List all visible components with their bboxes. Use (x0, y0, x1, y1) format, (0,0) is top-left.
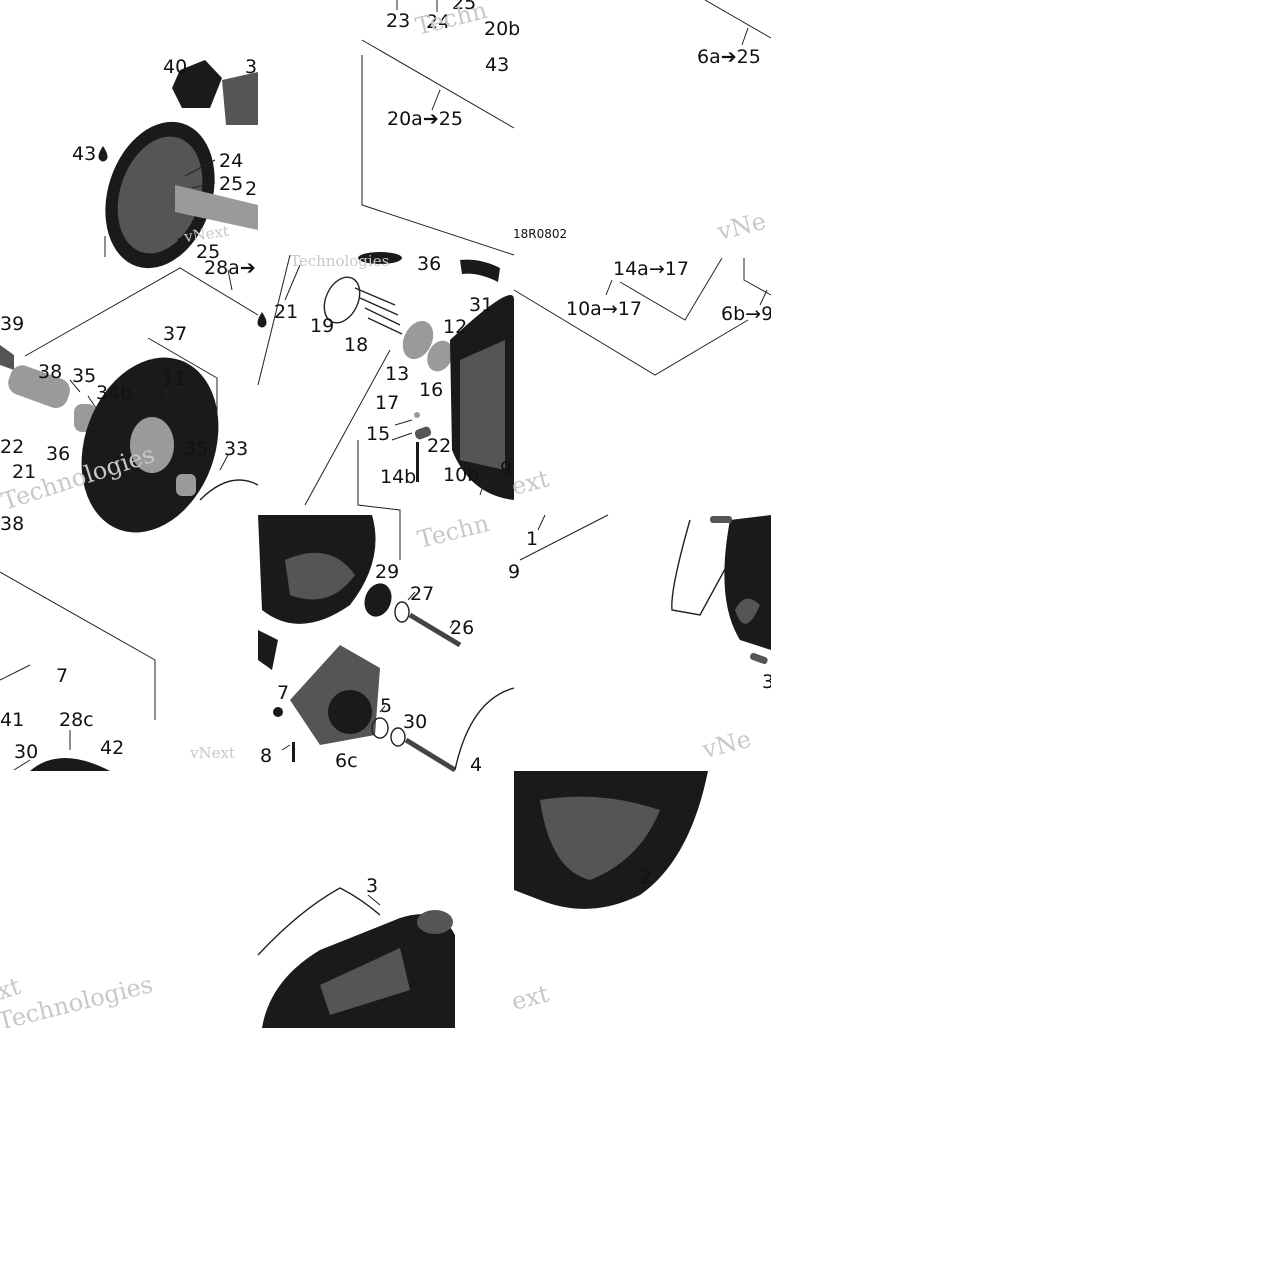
watermark-text: ext (509, 465, 552, 501)
callout-19: 19 (310, 315, 334, 337)
callout-9: 9 (500, 458, 512, 480)
callout-10b: 10b (443, 464, 479, 486)
droplet-icon (98, 146, 108, 162)
gear-assembly (105, 60, 258, 269)
callout-33: 33 (224, 438, 248, 460)
tile-r4c2: 3 (257, 875, 455, 1028)
callout-34b: 11 (162, 368, 186, 390)
tile-r2c3: 14a→17 10a→17 6b→9 9 ext (500, 257, 773, 501)
pulley-assembly (258, 515, 515, 773)
callout-26: 26 (450, 617, 474, 639)
callout-22: 22 (0, 436, 24, 458)
watermark-text: Techn (415, 509, 492, 554)
spring-assembly (323, 252, 515, 500)
callout-6b: 6b→9 (721, 303, 773, 325)
callout-37: 38 (38, 361, 62, 383)
watermark-text: Technologies (290, 252, 389, 270)
callout-25-mid: 25 (196, 241, 220, 263)
callout-18: 18 (344, 334, 368, 356)
callout-10a: 10a→17 (566, 298, 642, 320)
tile-r3c3: 1 9 32 vNe (508, 514, 786, 764)
callout-30: 30 (14, 741, 38, 763)
callout-7: 7 (277, 682, 289, 704)
callout-11: 13 (385, 363, 409, 385)
callout-31: 31 (469, 294, 493, 316)
callout-14a: 14a→17 (613, 258, 689, 280)
watermark-text: vNe (714, 207, 769, 246)
watermark-text: vNext (189, 744, 235, 762)
tile-r4c3: 2 ext (509, 771, 708, 1016)
callout-9b: 9 (508, 561, 520, 583)
callout-2: 2 (245, 178, 257, 200)
callout-43: 43 (72, 143, 96, 165)
callout-29: 29 (375, 561, 399, 583)
callout-21b: 21 (12, 461, 36, 483)
callout-17: 15 (366, 423, 390, 445)
callout-35b: 35 (184, 438, 208, 460)
callout-42: 5 (380, 695, 392, 717)
callout-24: 24 (219, 150, 243, 172)
drive-parts (0, 345, 259, 533)
callout-20a: 20a➔25 (387, 108, 463, 130)
callout-36b: 36 (417, 253, 441, 275)
diagram-code: 18R0802 (513, 227, 567, 241)
callout-12: 12 (443, 316, 467, 338)
callout-4: 4 (470, 754, 482, 776)
tile-r3c2: 29 27 26 7 5 30 8 6c 4 Techn (258, 509, 515, 776)
callout-40: 40 (163, 56, 187, 78)
callout-24-top: 24 (426, 11, 450, 33)
callout-16: 17 (375, 392, 399, 414)
callout-21: 21 (274, 301, 298, 323)
callout-43-top: 43 (485, 54, 509, 76)
callout-25-top: 25 (452, 0, 476, 14)
tile-r1c2: 23 24 25 20b 43 20a➔25 18R0802 Techn (361, 0, 567, 256)
callout-28a: 28a➔ (204, 257, 256, 279)
watermark-text: vNe (699, 725, 754, 764)
callout-41: 28c (59, 709, 94, 731)
cover-assembly (257, 887, 455, 1028)
callout-28b: 7 (56, 665, 68, 687)
callout-38b: 38 (0, 513, 24, 535)
callout-27: 27 (410, 583, 434, 605)
callout-28c: 42 (100, 737, 124, 759)
callout-38: 35 (72, 365, 96, 387)
callout-34a: 37 (163, 323, 187, 345)
watermark-text: ext (509, 980, 552, 1016)
tile-r3c1: 7 41 28c 30 42 vNext (0, 571, 235, 771)
callout-8: 8 (260, 745, 272, 767)
watermark-text: Techn (413, 0, 490, 41)
callout-3b: 3 (366, 875, 378, 897)
callout-15: 22 (427, 435, 451, 457)
callout-14b: 14b (380, 466, 416, 488)
callout-6c: 6c (335, 750, 358, 772)
callout-3: 3 (245, 56, 257, 78)
callout-20b: 20b (484, 18, 520, 40)
tile-r1c3: 6a➔25 vNe (697, 0, 772, 246)
callout-32: 41 (0, 709, 24, 731)
callout-13: 16 (419, 379, 443, 401)
droplet-icon (257, 312, 267, 328)
callout-25: 25 (219, 173, 243, 195)
tile-r2c1: 28a➔ 25 39 37 38 35 34b 11 22 36 35 33 2… (0, 241, 267, 535)
tile-r2c2: 36 21 19 18 12 31 13 16 17 15 22 14b 10b… (257, 252, 515, 560)
callout-2b: 2 (640, 866, 652, 888)
tile-r1c1: 40 3 43 24 25 2 vNext (72, 56, 258, 269)
callout-6a: 6a➔25 (697, 46, 761, 68)
callout-5: 30 (403, 711, 427, 733)
callout-36: 36 (46, 443, 70, 465)
callout-35: 34b (96, 382, 132, 404)
callout-39: 39 (0, 313, 24, 335)
callout-23: 23 (386, 10, 410, 32)
callout-7b: 1 (526, 528, 538, 550)
